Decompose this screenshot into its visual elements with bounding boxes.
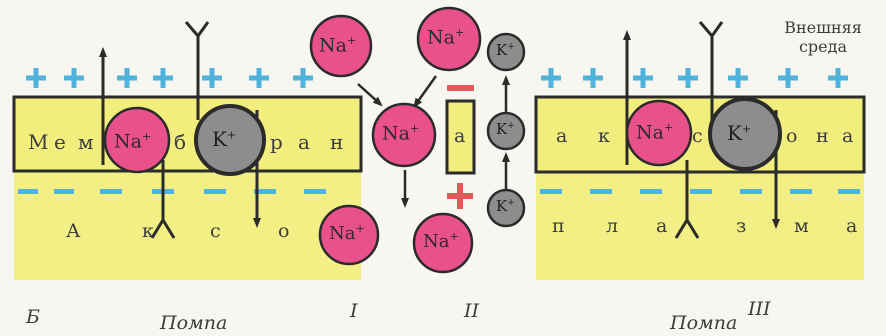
na-top-2-label: Na+ xyxy=(427,26,465,49)
outer-medium-label: Внешняя среда xyxy=(784,18,862,56)
left-axon-letter: о xyxy=(278,220,290,242)
left-axon-letter: к xyxy=(142,220,154,242)
left-panel xyxy=(12,21,363,280)
arrow-na1-to-center xyxy=(357,83,383,107)
left-membrane-letter: а xyxy=(298,130,310,154)
panel-ii-label: II xyxy=(464,300,480,322)
right-minus-signs xyxy=(540,189,860,194)
red-minus xyxy=(447,85,474,91)
left-plus-signs xyxy=(26,68,313,88)
left-membrane-letter: е xyxy=(54,130,66,154)
right-membrane-letter: а xyxy=(556,125,568,147)
right-plasma-letter: а xyxy=(656,215,668,237)
right-membrane-letter: к xyxy=(598,125,610,147)
na-ion-top-2 xyxy=(416,6,482,72)
na-ion-bottom-2 xyxy=(412,212,474,274)
right-na-ion xyxy=(625,99,693,167)
left-membrane-letter: м xyxy=(78,130,94,154)
pump-right-label: Помпа xyxy=(670,312,738,334)
left-membrane xyxy=(12,95,363,173)
red-plus xyxy=(447,183,473,209)
left-pump-lines xyxy=(150,21,210,239)
left-membrane-letter: р xyxy=(270,130,283,154)
right-membrane-letter: о xyxy=(786,125,798,147)
right-plasma-letter: з xyxy=(736,215,747,237)
k-mid-label: K+ xyxy=(496,120,515,138)
panel-iii-label: III xyxy=(748,298,771,320)
right-k-label: K+ xyxy=(727,121,752,145)
left-membrane-letter: н xyxy=(330,130,344,154)
right-cytoplasm xyxy=(536,170,864,280)
k-top-label: K+ xyxy=(496,41,515,59)
channel-letter: а xyxy=(454,125,466,147)
right-plasma-letter: п xyxy=(552,215,565,237)
left-axon-letter: с xyxy=(210,220,221,242)
right-plus-signs xyxy=(541,68,848,88)
right-k-ion xyxy=(708,97,782,171)
left-membrane-letter: б xyxy=(174,130,187,154)
right-panel xyxy=(534,21,866,280)
na-ion-bottom-1 xyxy=(318,204,380,266)
left-k-label: K+ xyxy=(212,127,237,151)
middle-panel xyxy=(309,6,526,274)
arrow-na2-to-center xyxy=(413,75,438,109)
right-membrane-letter: а xyxy=(842,125,854,147)
right-membrane xyxy=(534,95,866,174)
right-plasma-letter: м xyxy=(794,215,809,237)
na-bottom-1-label: Na+ xyxy=(329,222,365,244)
left-axon-letter: А xyxy=(66,220,81,242)
panel-i-label: I xyxy=(350,300,358,322)
k-bottom-label: K+ xyxy=(496,197,515,215)
right-pump-lines xyxy=(674,21,724,239)
left-na-label: Na+ xyxy=(114,130,152,153)
na-center-label: Na+ xyxy=(382,122,420,145)
na-ion-center xyxy=(371,102,437,168)
right-membrane-letter: н xyxy=(816,125,829,147)
right-plasma-letter: л xyxy=(606,215,619,237)
channel-membrane xyxy=(445,99,476,175)
left-na-ion xyxy=(103,106,171,174)
k-ion-bottom xyxy=(486,188,526,228)
left-cytoplasm xyxy=(14,170,361,280)
pump-left-label: Помпа xyxy=(160,312,228,334)
right-na-label: Na+ xyxy=(636,121,674,144)
k-ion-mid xyxy=(486,111,526,151)
k-ion-top xyxy=(486,32,526,72)
panel-b-label: Б xyxy=(26,306,40,328)
right-plasma-letter: а xyxy=(846,215,858,237)
na-bottom-2-label: Na+ xyxy=(423,230,459,252)
left-k-ion xyxy=(194,104,266,176)
left-membrane-letter: М xyxy=(28,130,49,154)
na-ion-top-1 xyxy=(309,14,373,78)
right-membrane-letter: с xyxy=(692,125,703,147)
na-top-1-label: Na+ xyxy=(319,34,357,57)
